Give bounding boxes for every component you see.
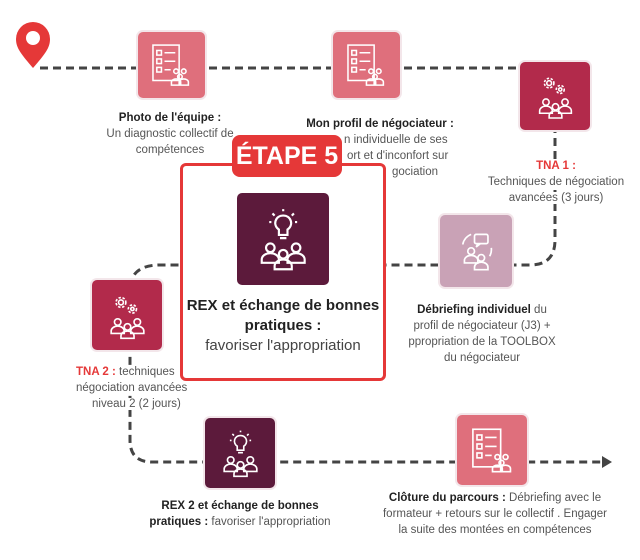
rex2-step-icon-box — [205, 418, 275, 488]
step-desc: compétences — [135, 144, 205, 156]
step-desc: la suite des montées en compétences — [398, 524, 592, 536]
step-desc: du négociateur — [443, 352, 521, 364]
photo-step-icon-box — [138, 32, 205, 98]
current-stage-text: REX et échange de bonnes pratiques : fav… — [183, 296, 383, 356]
rex-step-icon-box — [237, 193, 329, 285]
step-desc: Débriefing avec le — [505, 492, 602, 504]
step-title: Mon profil de négociateur : — [306, 118, 454, 130]
checklist-people-icon — [343, 42, 390, 88]
step-desc: favoriser l'appropriation — [208, 516, 331, 528]
arrow-head-icon — [602, 456, 612, 468]
step-title: TNA 2 : — [76, 366, 116, 378]
step-title: Photo de l'équipe : — [118, 112, 222, 124]
step-title: TNA 1 : — [536, 160, 576, 172]
step-desc: formateur + retours sur le collectif . E… — [382, 508, 608, 520]
photo-step-text: Photo de l'équipe : Un diagnostic collec… — [90, 110, 250, 158]
lightbulb-people-icon — [251, 207, 315, 271]
stage-badge: ÉTAPE 5 — [232, 135, 342, 177]
tna2-step-text: TNA 2 : techniques négociation avancées … — [66, 364, 206, 412]
step-desc: négociation avancées — [76, 382, 188, 394]
cloture-step-icon-box — [457, 415, 527, 485]
step-desc: ort et d'inconfort sur — [347, 150, 449, 162]
step-title: REX 2 et échange de bonnes — [161, 500, 319, 512]
location-pin-icon — [16, 22, 50, 68]
tna1-step-icon-box — [520, 62, 590, 130]
checklist-people-icon — [468, 426, 517, 475]
step-title-tail: techniques — [115, 366, 175, 378]
profil-step-title: Mon profil de négociateur : — [280, 116, 480, 132]
step-title: Clôture du parcours : — [388, 492, 506, 504]
step-title: Débriefing individuel — [417, 304, 531, 316]
gears-people-icon — [531, 72, 580, 120]
profil-step-icon-box — [333, 32, 400, 98]
step-desc: n individuelle de ses — [344, 134, 448, 146]
step-title: pratiques : — [149, 516, 209, 528]
current-stage-card: REX et échange de bonnes pratiques : fav… — [180, 163, 386, 381]
tna2-step-icon-box — [92, 280, 162, 350]
debrief-step-text: Débriefing individuel du profil de négoc… — [392, 302, 572, 366]
step-desc: Un diagnostic collectif de — [106, 128, 234, 140]
step-title-tail: du — [530, 304, 547, 316]
cloture-step-text: Clôture du parcours : Débriefing avec le… — [370, 490, 620, 538]
tna1-step-text: TNA 1 : Techniques de négociation avancé… — [472, 158, 640, 206]
step-desc: niveau 2 (2 jours) — [92, 398, 181, 410]
gears-people-icon — [103, 291, 152, 340]
step-desc: ppropriation de la TOOLBOX — [408, 336, 556, 348]
checklist-people-icon — [148, 42, 195, 88]
step-desc: Techniques de négociation — [487, 176, 625, 188]
step-desc: avancées (3 jours) — [508, 192, 604, 204]
current-stage-subtitle: favoriser l'appropriation — [205, 337, 361, 354]
step-desc: profil de négociateur (J3) + — [413, 320, 551, 332]
rex2-step-text: REX 2 et échange de bonnes pratiques : f… — [140, 498, 340, 530]
debrief-step-icon-box — [440, 215, 512, 287]
lightbulb-people-icon — [216, 429, 265, 478]
current-stage-title: REX et échange de bonnes pratiques : — [186, 297, 380, 334]
chat-people-icon — [451, 226, 501, 276]
step-desc: gociation — [392, 166, 439, 178]
